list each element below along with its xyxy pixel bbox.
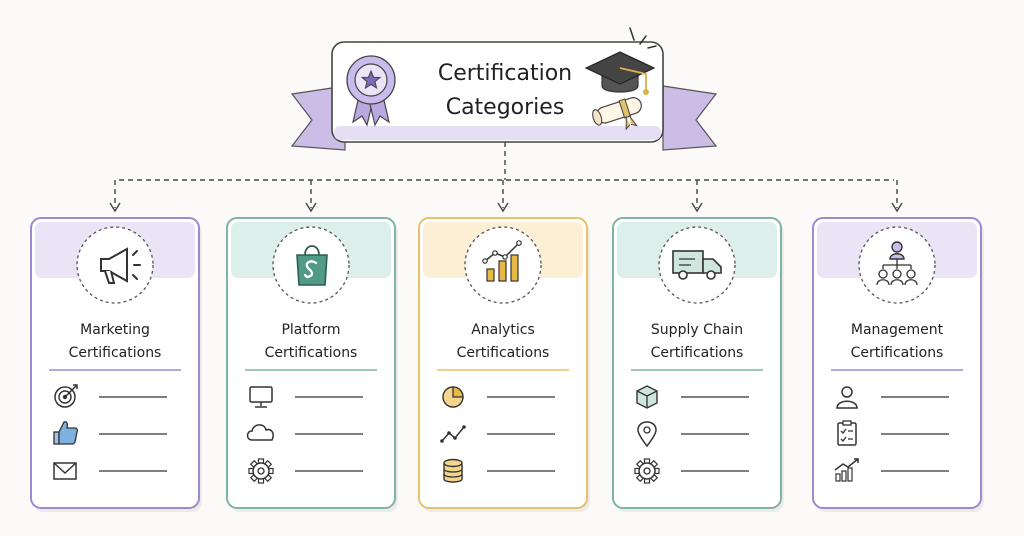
title-line-2: Categories — [446, 95, 565, 120]
clipboard-checklist-icon — [837, 420, 857, 446]
card-title-line-1: Analytics — [471, 322, 535, 338]
delivery-truck-icon — [672, 250, 722, 280]
package-icon — [636, 385, 658, 409]
card-title-line-1: Platform — [281, 322, 340, 338]
thumbs-up-icon — [53, 421, 79, 445]
megaphone-icon — [100, 247, 141, 284]
card-title-line-2: Certifications — [457, 345, 550, 361]
connector-arrowhead — [109, 202, 121, 213]
shopify-bag-icon — [296, 245, 328, 286]
team-hierarchy-icon — [876, 241, 918, 286]
connector-arrowhead — [691, 202, 703, 213]
monitor-icon — [249, 386, 273, 408]
card-title-line-1: Marketing — [80, 322, 150, 338]
line-graph-icon — [440, 425, 466, 443]
bar-chart-icon — [482, 240, 522, 282]
card-title-line-2: Certifications — [651, 345, 744, 361]
title-line-1: Certification — [438, 61, 572, 86]
card-title-line-2: Certifications — [851, 345, 944, 361]
connector-lines — [109, 142, 903, 213]
category-cards: MarketingCertificationsPlatformCertifica… — [30, 217, 984, 512]
gear-icon — [248, 458, 274, 484]
cloud-icon — [246, 424, 274, 441]
target-icon — [54, 384, 78, 408]
pie-chart-icon — [442, 386, 464, 408]
title-box — [331, 41, 664, 143]
award-ribbon-icon — [346, 55, 396, 127]
connector-arrowhead — [305, 202, 317, 213]
card-frame — [418, 217, 588, 509]
map-pin-icon — [637, 421, 657, 448]
diploma-scroll-icon — [592, 97, 642, 131]
gear-icon — [634, 458, 660, 484]
card-title-line-2: Certifications — [265, 345, 358, 361]
card-title-line-2: Certifications — [69, 345, 162, 361]
envelope-icon — [53, 462, 77, 480]
connector-arrowhead — [497, 202, 509, 213]
card-title-line-1: Supply Chain — [651, 322, 743, 338]
title-box-shadow — [334, 126, 661, 140]
title-banner: Certification Categories — [290, 27, 718, 151]
growth-chart-icon — [834, 458, 859, 482]
person-icon — [836, 386, 858, 409]
database-icon — [443, 458, 463, 483]
card-frame — [612, 217, 782, 509]
card-title-line-1: Management — [851, 322, 944, 338]
connector-arrowhead — [891, 202, 903, 213]
ribbon-right — [662, 85, 718, 151]
graduation-cap-icon — [584, 27, 657, 95]
